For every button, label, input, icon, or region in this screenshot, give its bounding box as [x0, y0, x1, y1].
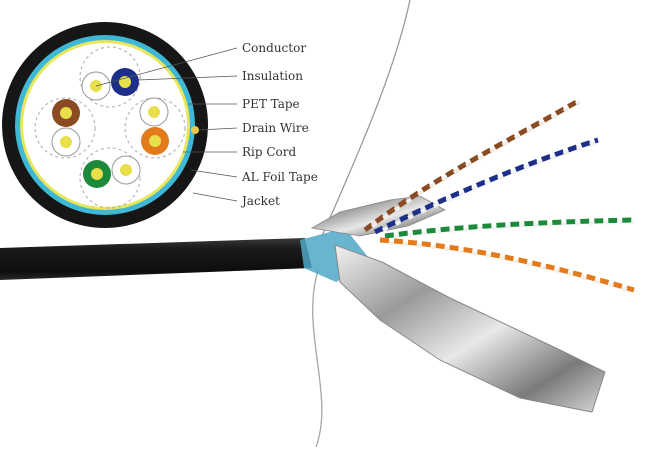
pair-outline-brown [34, 97, 96, 159]
pair-green [384, 217, 635, 239]
conductor-icon [148, 106, 160, 118]
pair-outline-blue [79, 46, 141, 108]
conductor-icon [60, 136, 72, 148]
leader-lines [95, 47, 238, 202]
pair-brown-white [363, 100, 581, 234]
label-al-foil-tape: AL Foil Tape [242, 170, 318, 184]
pair-blue-white [374, 140, 599, 236]
label-conductor: Conductor [242, 41, 307, 55]
pair-outline-orange [124, 97, 186, 159]
drain-wire-strand [321, 0, 411, 237]
rip-cord-strand [312, 269, 323, 448]
conductor-icon [91, 168, 103, 180]
label-pet-tape: PET Tape [242, 97, 300, 111]
pair-blue [373, 137, 599, 235]
pair-brown [363, 97, 582, 232]
core-area [23, 43, 187, 207]
label-drain-wire: Drain Wire [242, 121, 309, 135]
pair-outline-green [79, 147, 141, 209]
label-insulation: Insulation [242, 69, 303, 83]
pair-orange-white [379, 240, 635, 294]
conductor-icon [60, 107, 72, 119]
drain-wire-point [191, 126, 199, 134]
conductor-icon [120, 164, 132, 176]
foil-shield [334, 244, 606, 413]
label-jacket: Jacket [242, 194, 280, 208]
pair-orange [379, 237, 635, 293]
pair-green-white [384, 220, 635, 240]
conductor-icon [149, 135, 161, 147]
label-rip-cord: Rip Cord [242, 145, 297, 159]
cable-jacket-body [0, 238, 312, 280]
cable-cross-section [2, 22, 208, 228]
